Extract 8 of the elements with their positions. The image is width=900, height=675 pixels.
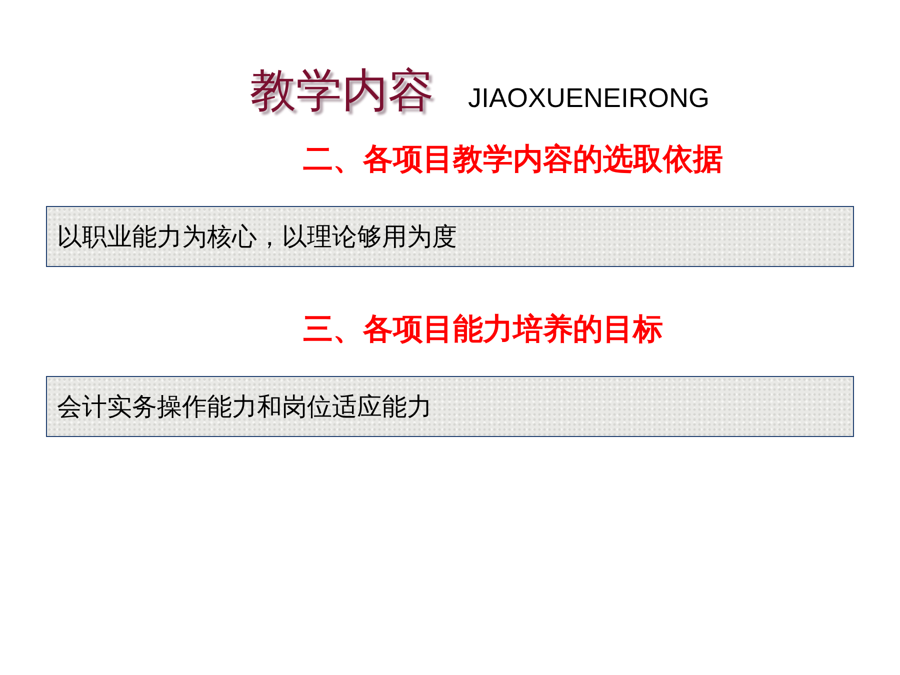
- subtitle-pinyin: JIAOXUENEIRONG: [468, 82, 710, 115]
- box-text: 以职业能力为核心，以理论够用为度: [57, 222, 457, 252]
- section-heading: 二、各项目教学内容的选取依据: [303, 142, 723, 178]
- box-text: 会计实务操作能力和岗位适应能力: [57, 392, 432, 422]
- text-box: [46, 376, 854, 437]
- slide-title: 教学内容: [250, 62, 434, 118]
- text-box: [46, 206, 854, 267]
- section-heading: 三、各项目能力培养的目标: [303, 312, 663, 348]
